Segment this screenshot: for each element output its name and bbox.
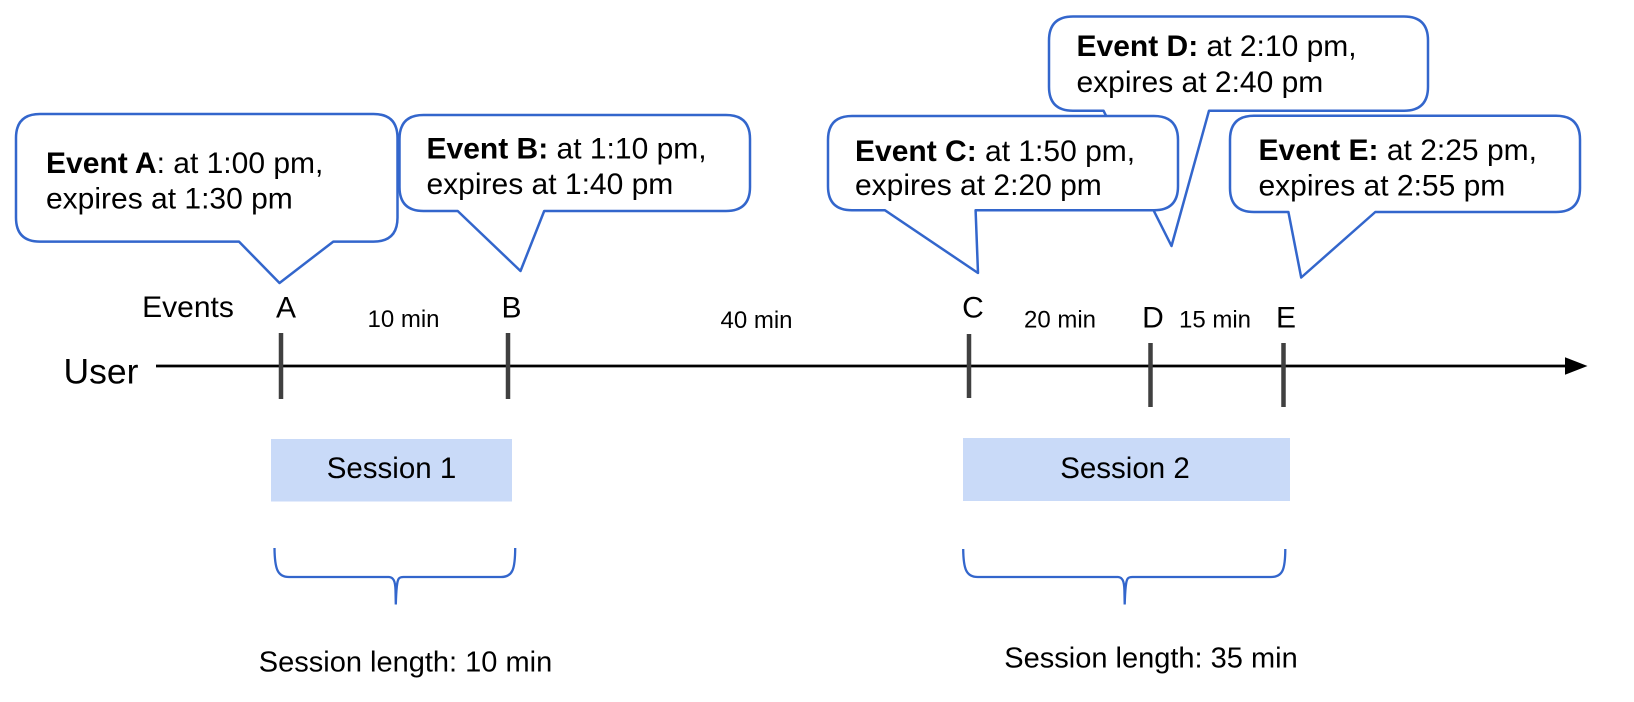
svg-text:expires at 1:30 pm: expires at 1:30 pm	[46, 183, 293, 216]
svg-text:Session 1: Session 1	[327, 452, 457, 485]
svg-text:expires at 2:20 pm: expires at 2:20 pm	[855, 169, 1102, 202]
svg-text:Events: Events	[142, 291, 234, 324]
svg-text:15 min: 15 min	[1179, 307, 1251, 334]
svg-text:Event D: at 2:10 pm,: Event D: at 2:10 pm,	[1077, 30, 1357, 63]
svg-text:Event C: at 1:50 pm,: Event C: at 1:50 pm,	[855, 135, 1135, 168]
svg-text:40 min: 40 min	[720, 307, 792, 334]
svg-text:B: B	[501, 292, 521, 325]
svg-text:Event A: at 1:00 pm,: Event A: at 1:00 pm,	[46, 147, 323, 180]
svg-text:expires at 2:40 pm: expires at 2:40 pm	[1077, 66, 1324, 99]
svg-text:Session length: 10 min: Session length: 10 min	[259, 647, 552, 679]
svg-text:Event E: at 2:25 pm,: Event E: at 2:25 pm,	[1259, 134, 1537, 167]
svg-text:A: A	[276, 292, 296, 325]
svg-text:Event B: at 1:10 pm,: Event B: at 1:10 pm,	[427, 133, 707, 166]
svg-text:User: User	[64, 352, 139, 392]
svg-text:20 min: 20 min	[1024, 307, 1096, 334]
svg-text:D: D	[1142, 302, 1164, 335]
svg-text:C: C	[962, 292, 984, 325]
svg-text:expires at 1:40 pm: expires at 1:40 pm	[427, 168, 674, 201]
svg-text:E: E	[1276, 302, 1296, 335]
svg-text:Session 2: Session 2	[1060, 452, 1190, 485]
svg-text:Session length: 35 min: Session length: 35 min	[1004, 643, 1297, 675]
svg-text:10 min: 10 min	[367, 306, 439, 333]
svg-text:expires at 2:55 pm: expires at 2:55 pm	[1259, 170, 1506, 203]
